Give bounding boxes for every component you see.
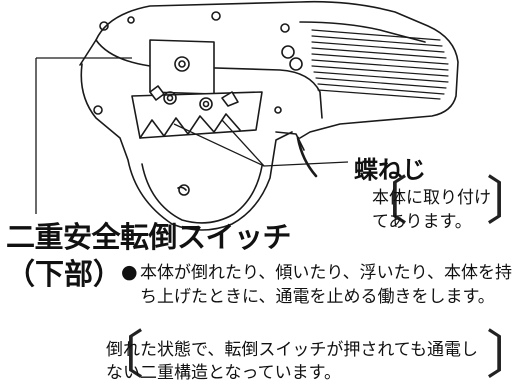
double-structure-note: 倒れた状態で、転倒スイッチが押されても通電しない二重構造となっています。	[106, 340, 478, 383]
wing-screw-note: 本体に取り付けてあります。	[372, 188, 491, 232]
wing-screw-title: 蝶ねじ	[354, 156, 426, 184]
vent-grille	[311, 29, 449, 100]
note-bracket-left: 〔	[356, 172, 409, 232]
tip-switch-title: 二重安全転倒スイッチ	[6, 220, 292, 254]
warning-bracket-right: 〕	[486, 330, 513, 382]
note-bracket-right: 〕	[486, 176, 513, 228]
power-cord	[296, 136, 318, 178]
bullet-icon: ●	[121, 261, 138, 283]
warning-bracket-left: 〔	[92, 326, 145, 386]
function-description: 本体が倒れたり、傾いたり、浮いたり、本体を持ち上げたときに、通電を止める働きをし…	[140, 263, 512, 307]
tip-switch-location: （下部）	[6, 257, 123, 291]
